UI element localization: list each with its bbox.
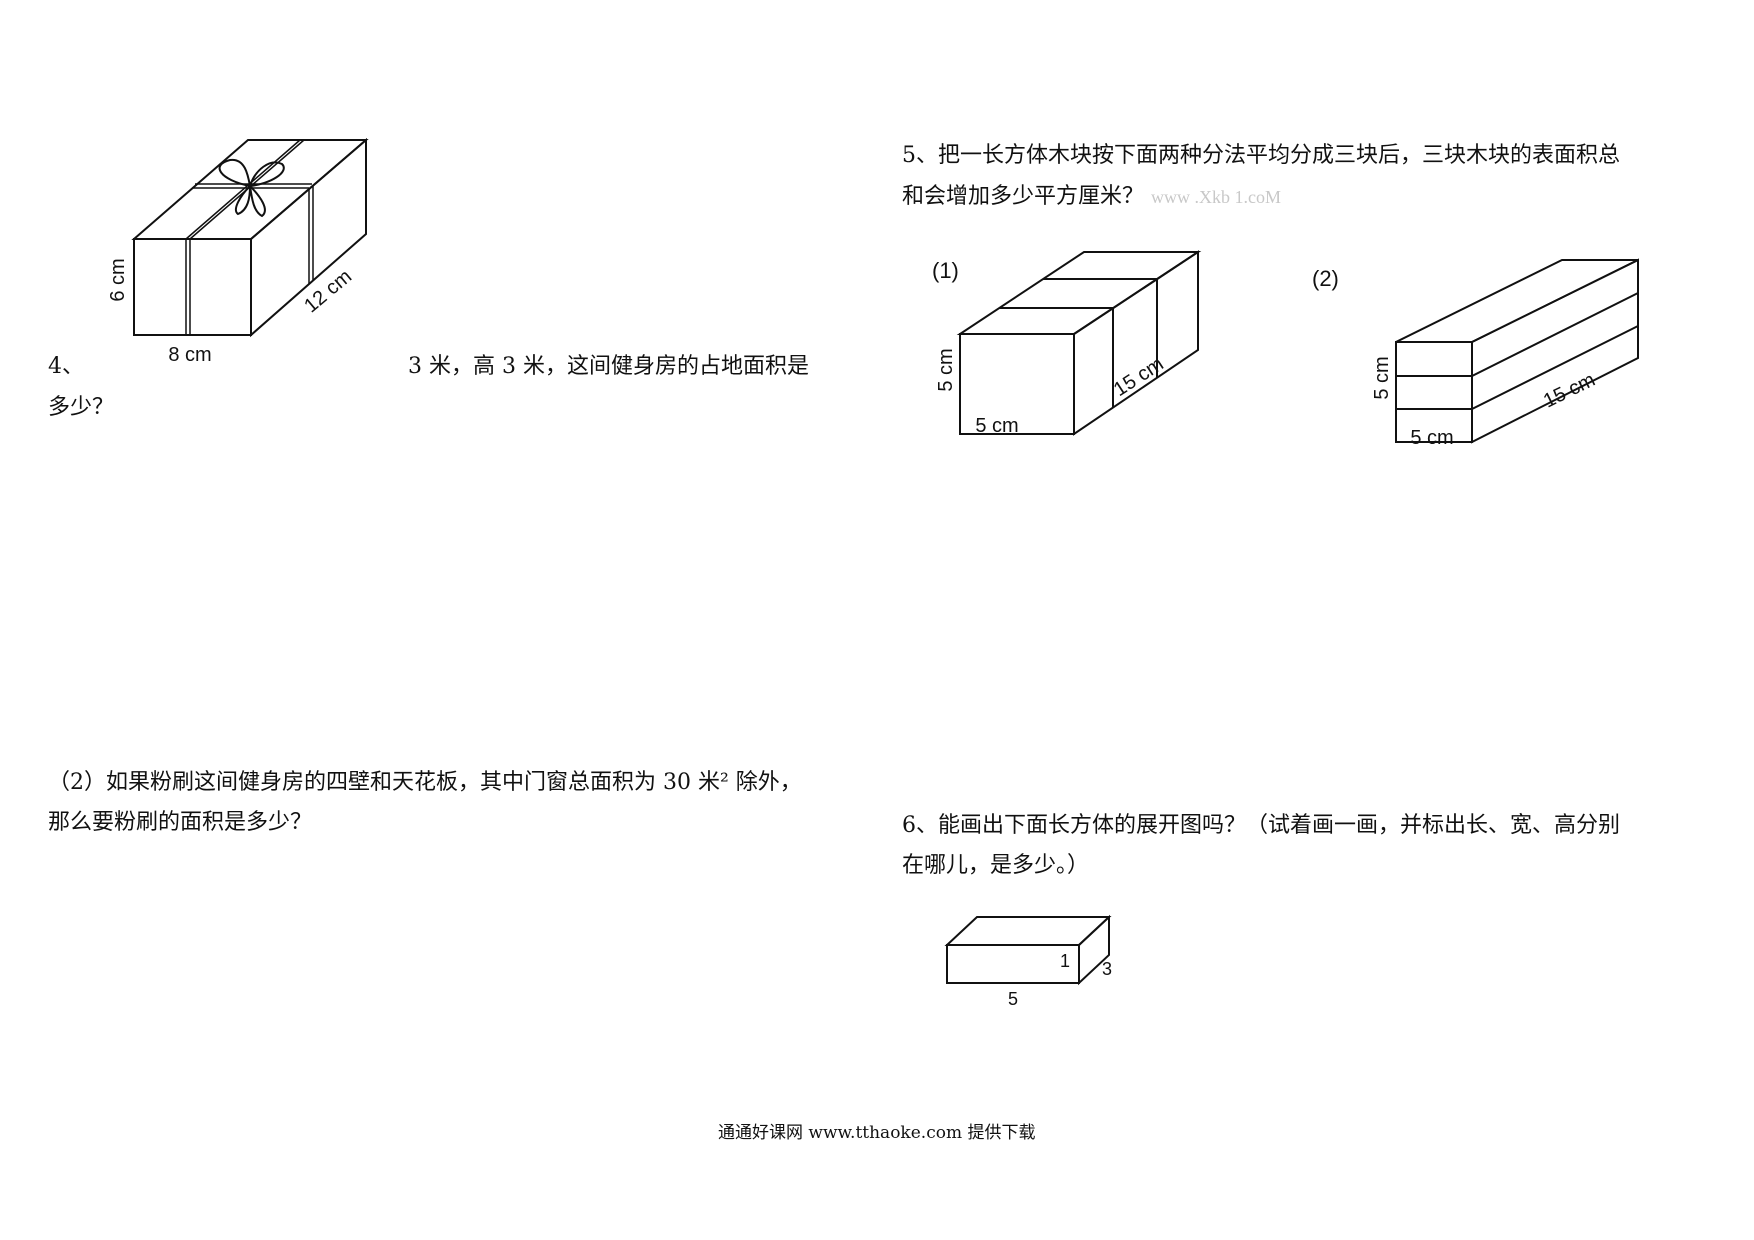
q4-part2-line2: 那么要粉刷的面积是多少？ [48,810,313,835]
ribbon [185,139,305,240]
division-line [999,307,1114,408]
cuboid-figure-1: (1) 5 cm 5 cm 15 cm [932,250,1202,437]
box-right-face [250,137,367,338]
prism-top-face [956,251,1202,335]
width-label: 8 cm [168,344,211,366]
height-label: 6 cm [107,258,129,301]
flat-cuboid-figure: 1 3 5 [944,914,1112,1009]
q4-number: 4、 [48,354,84,379]
figure-2-label: (2) [1312,266,1339,291]
division-line [1396,292,1639,377]
figure-1-label: (1) [932,258,959,283]
fig2-length-label: 15 cm [1540,369,1599,413]
ribbon [185,239,191,335]
bow-icon [218,158,285,218]
q4-text-line1: 3 米，高 3 米，这间健身房的占地面积是 [408,354,809,379]
q5-text-line2-main: 和会增加多少平方厘米？ [902,184,1145,209]
division-line [1396,325,1639,410]
flat-length-label: 5 [1008,989,1018,1009]
cuboid-figure-2: (2) 5 cm 5 cm 15 cm [1312,258,1639,449]
slab-top-face [1395,259,1639,343]
q5-text-line1: 5、把一长方体木块按下面两种分法平均分成三块后，三块木块的表面积总 [902,143,1620,168]
footer-credit: 通通好课网 www.tthaoke.com 提供下载 [718,1123,1036,1143]
fig1-length-label: 15 cm [1110,353,1168,401]
ribbon [308,185,314,284]
fig1-height-label: 5 cm [935,348,957,391]
slab-right-face [1471,258,1639,444]
q4-part2-line1: （2）如果粉刷这间健身房的四壁和天花板，其中门窗总面积为 30 米² 除外， [48,770,802,795]
watermark: www .Xkb 1.coM [1151,187,1282,207]
flat-width-label: 3 [1102,959,1112,979]
box-front-face [133,238,252,336]
flat-height-label: 1 [1060,951,1070,971]
flat-right-face [1078,914,1110,986]
fig2-height-label: 5 cm [1371,356,1393,399]
gift-box-figure: 6 cm 8 cm 12 cm [107,137,369,366]
fig2-width-label: 5 cm [1410,427,1453,449]
q6-text-line1: 6、能画出下面长方体的展开图吗？（试着画一画，并标出长、宽、高分别 [902,813,1620,838]
q4-text-line2: 多少？ [48,395,115,420]
q5-text-line2: 和会增加多少平方厘米？ www .Xkb 1.coM [902,181,1281,213]
division-line [1043,278,1158,378]
fig1-width-label: 5 cm [975,415,1018,437]
q6-text-line2: 在哪儿，是多少。） [902,853,1090,878]
